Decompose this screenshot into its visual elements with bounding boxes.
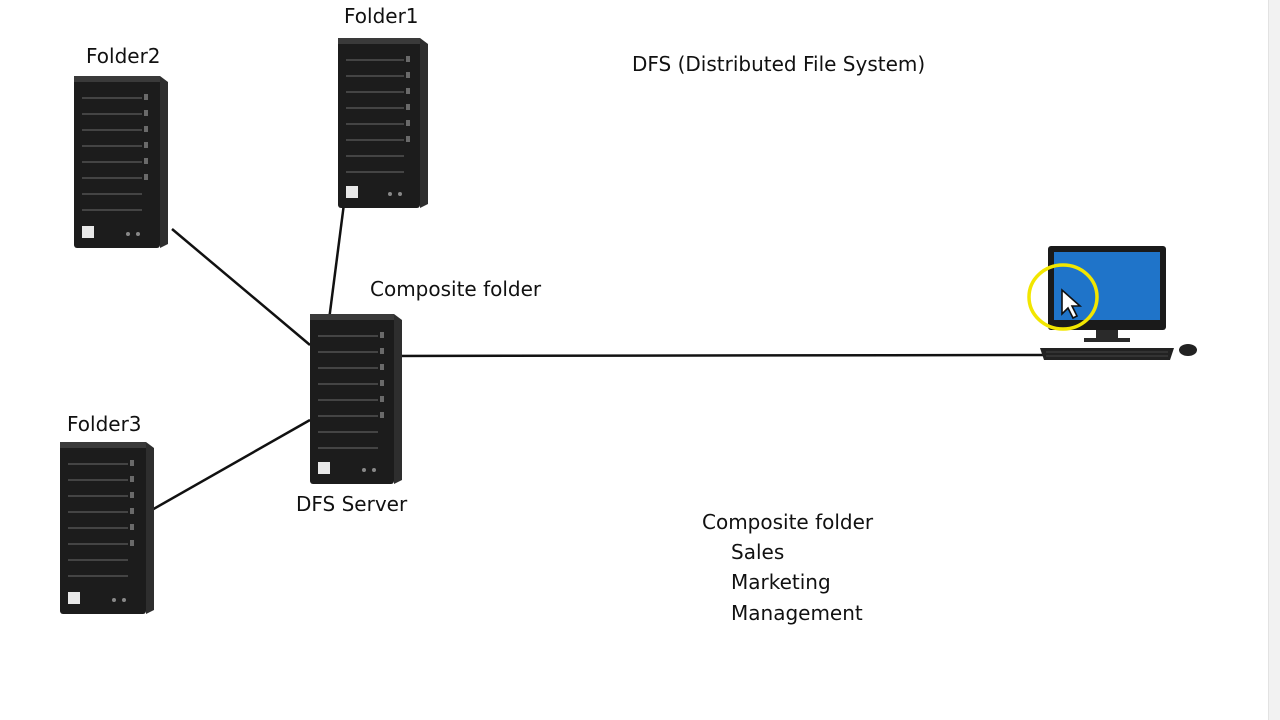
folder1-server-icon [334, 34, 432, 218]
link-folder2-dfs [171, 228, 311, 346]
folder2-label: Folder2 [86, 44, 161, 68]
dfs-server-label: DFS Server [296, 492, 408, 516]
composite-folder-root: Composite folder [702, 510, 874, 534]
folder3-label: Folder3 [67, 412, 142, 436]
link-folder3-dfs [149, 418, 311, 513]
tree-item-sales: Sales [731, 540, 785, 564]
right-edge-strip [1268, 0, 1280, 720]
dfs-server-icon [306, 310, 406, 494]
mouse-pointer-icon [1026, 262, 1102, 336]
tree-item-marketing: Marketing [731, 570, 831, 594]
folder2-server-icon [70, 72, 172, 258]
link-dfs-client [381, 353, 1046, 358]
link-folder1-dfs [327, 187, 348, 321]
composite-folder-caption: Composite folder [370, 277, 542, 301]
folder1-label: Folder1 [344, 4, 419, 28]
folder3-server-icon [56, 438, 158, 624]
diagram-title: DFS (Distributed File System) [632, 52, 926, 76]
tree-item-management: Management [731, 601, 863, 625]
